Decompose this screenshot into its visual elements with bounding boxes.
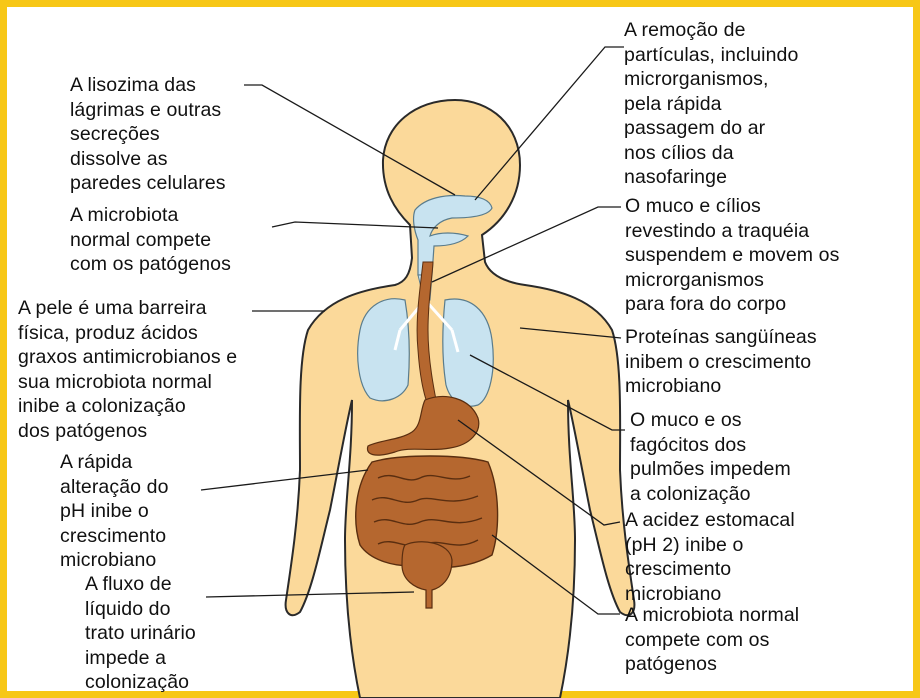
- bladder: [401, 541, 453, 609]
- bronchi: [393, 298, 460, 353]
- leader-normal-flora-nose: [271, 221, 439, 229]
- stomach: [366, 396, 480, 456]
- leader-intestine-flora: [491, 534, 620, 615]
- label-mucus-cilia: O muco e cílios revestindo a traquéia su…: [625, 195, 840, 315]
- leader-urine-flow: [205, 591, 415, 598]
- left-lung: [357, 298, 410, 402]
- label-ph-change: A rápida alteração do pH inibe o crescim…: [60, 451, 169, 571]
- leader-stomach-acid: [457, 419, 621, 526]
- leader-lung-phagocytes: [469, 354, 625, 431]
- leader-blood-proteins: [519, 327, 622, 339]
- leader-particle-removal: [474, 46, 624, 201]
- leader-mucus-cilia: [431, 206, 621, 283]
- leader-lysozyme: [244, 84, 456, 196]
- label-lung-phagocytes: O muco e os fagócitos dos pulmões impede…: [630, 409, 791, 505]
- right-lung: [442, 298, 494, 407]
- label-normal-flora-nose: A microbiota normal compete com os patóg…: [70, 204, 231, 275]
- label-blood-proteins: Proteínas sangüíneas inibem o cresciment…: [625, 326, 817, 397]
- leader-ph-change: [200, 469, 369, 491]
- label-intestine-flora: A microbiota normal compete com os patóg…: [625, 604, 800, 675]
- label-skin-barrier: A pele é uma barreira física, produz áci…: [18, 297, 238, 442]
- label-lysozyme: A lisozima das lágrimas e outras secreçõ…: [70, 74, 226, 194]
- label-particle-removal: A remoção de partículas, incluindo micro…: [624, 19, 799, 188]
- label-urine-flow: A fluxo de líquido do trato urinário imp…: [85, 573, 196, 693]
- label-stomach-acid: A acidez estomacal (pH 2) inibe o cresci…: [625, 509, 795, 605]
- intestines: [355, 455, 499, 569]
- leader-lines: [200, 46, 625, 615]
- intestine-coils: [371, 474, 483, 547]
